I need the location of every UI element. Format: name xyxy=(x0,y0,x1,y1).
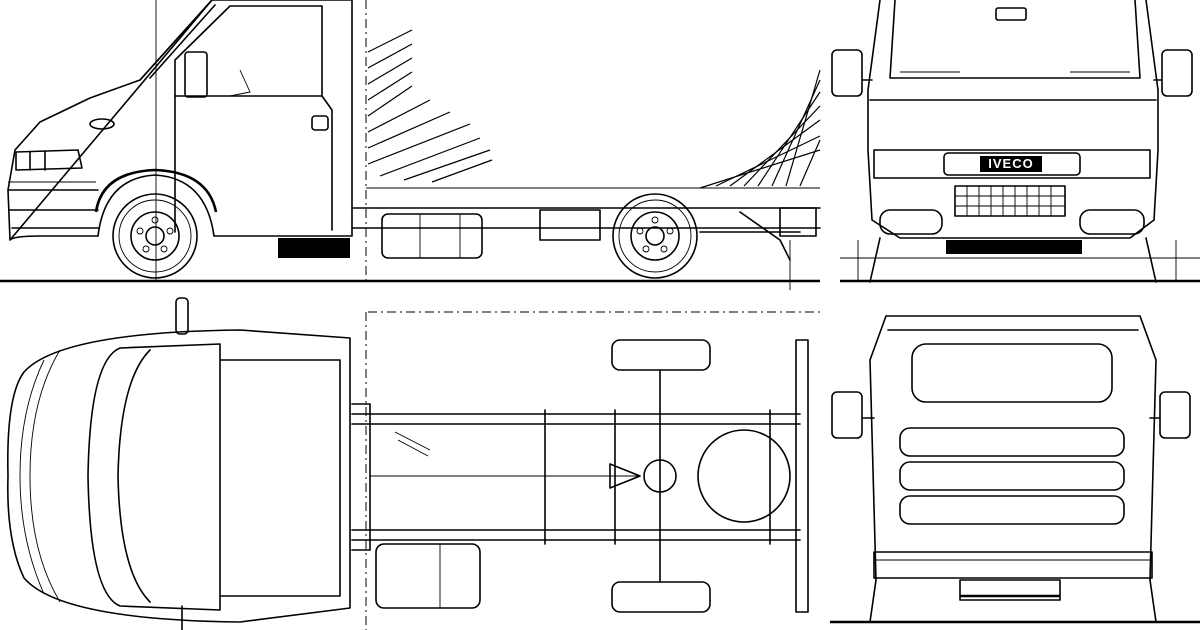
top-wheel-right xyxy=(611,581,711,613)
fuel-tank xyxy=(381,213,483,259)
rear-spring xyxy=(699,211,801,261)
top-mirror xyxy=(175,297,189,335)
lower-grille-mesh xyxy=(955,186,1065,216)
rear-window xyxy=(911,343,1113,403)
crossmember xyxy=(539,209,601,241)
door-handle xyxy=(311,115,329,131)
rear-panel-rib-2 xyxy=(899,461,1125,491)
side-indicator xyxy=(89,118,115,130)
top-fuel-tank xyxy=(375,543,481,609)
rear-crossmember xyxy=(795,339,809,613)
cab-roof-outline xyxy=(7,329,351,623)
side-view xyxy=(0,0,821,290)
rear-right-mirror xyxy=(1159,391,1191,439)
cab-step xyxy=(278,238,350,258)
grille-frame xyxy=(943,152,1081,176)
front-fascia xyxy=(873,149,1151,179)
cab-hood xyxy=(87,343,221,611)
rear-panel-rib-3 xyxy=(899,495,1125,525)
door-window xyxy=(174,5,323,97)
top-chassis-rails xyxy=(351,413,801,541)
top-view xyxy=(7,297,820,630)
differential xyxy=(643,459,677,493)
rear-panel-rib-1 xyxy=(899,427,1125,457)
front-bumper xyxy=(7,189,99,229)
rear-body-outline xyxy=(869,315,1157,581)
rear-view-mirror xyxy=(995,7,1027,21)
brand-badge-bg xyxy=(980,156,1042,172)
side-mirror xyxy=(184,51,208,98)
rear-left-mirror xyxy=(831,391,863,439)
rear-wheel xyxy=(612,193,698,279)
headlamp xyxy=(15,149,83,171)
top-wheel-left xyxy=(611,339,711,371)
left-mirror xyxy=(831,49,863,97)
rear-bumper xyxy=(873,551,1153,579)
fog-lamp-left xyxy=(879,209,943,235)
spare-wheel xyxy=(697,429,791,523)
door-line xyxy=(174,95,333,233)
front-windshield xyxy=(889,0,1141,79)
rear-view xyxy=(830,315,1200,624)
front-wheel xyxy=(112,193,198,279)
lower-grille xyxy=(954,185,1066,217)
front-view: IVECO xyxy=(831,0,1200,283)
chassis-frame xyxy=(351,207,821,229)
rear-axle-housing xyxy=(959,579,1061,601)
load-area-hatching xyxy=(367,29,821,189)
front-body-outline xyxy=(867,0,1159,239)
wheel-arch-front xyxy=(94,168,218,213)
right-mirror xyxy=(1161,49,1193,97)
brand-badge: IVECO xyxy=(988,156,1033,171)
front-axle-shadow xyxy=(946,240,1082,254)
fog-lamp-right xyxy=(1079,209,1145,235)
cab-windshield xyxy=(139,0,216,81)
